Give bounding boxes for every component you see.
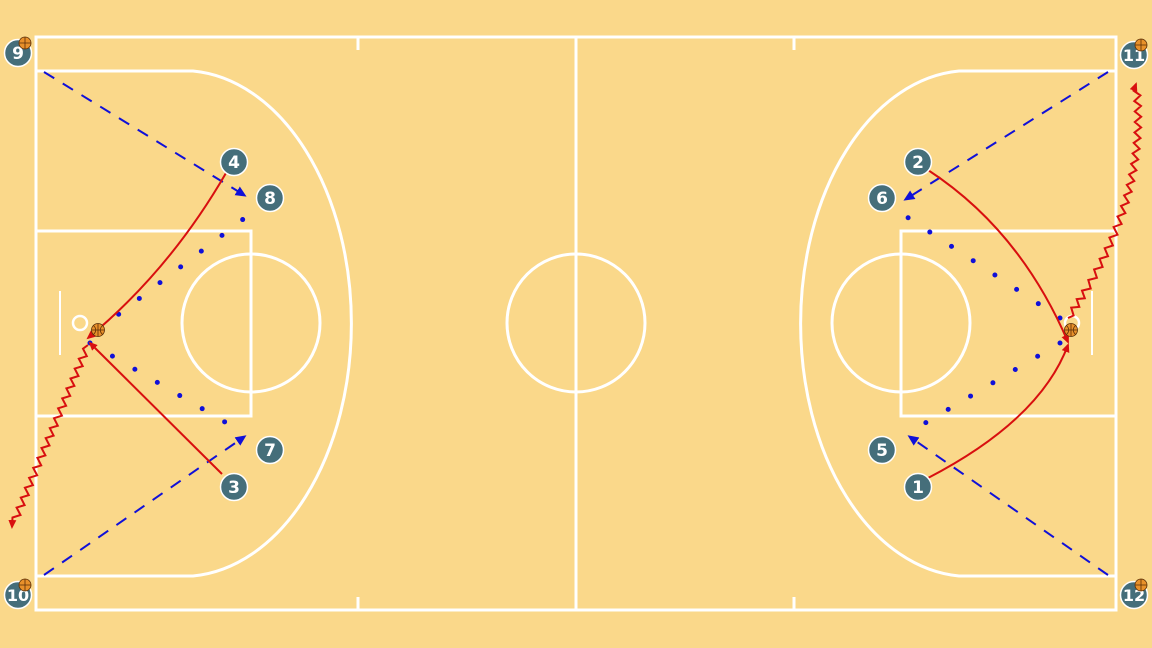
pass-line [43, 71, 247, 197]
three-point-line-right [799, 69, 1116, 578]
three-point-line-left [36, 69, 353, 578]
player-8: 8 [255, 183, 285, 213]
dotted-paths [87, 214, 1063, 435]
cut-line [927, 343, 1070, 479]
cut-paths [86, 169, 1070, 479]
player-6: 6 [867, 183, 897, 213]
cut-line [86, 172, 227, 340]
player-2: 2 [903, 147, 933, 177]
basketball-icon [18, 578, 32, 592]
player-label: 3 [228, 478, 240, 498]
dribble-paths [8, 82, 1143, 529]
cut-line [927, 169, 1069, 344]
dotted-line [95, 214, 249, 333]
cut-line [88, 341, 223, 475]
player-12: 12 [1119, 578, 1149, 610]
player-5: 5 [867, 435, 897, 465]
basketball-icon [1134, 38, 1148, 52]
player-9: 9 [3, 36, 33, 68]
dribble-line [1067, 82, 1143, 319]
free-throw-circle-left [180, 252, 322, 394]
player-3: 3 [219, 472, 249, 502]
player-label: 4 [228, 153, 240, 173]
player-11: 11 [1119, 38, 1149, 70]
rim-left [71, 314, 89, 332]
key-right [899, 229, 1118, 418]
basketball-icon [1134, 578, 1148, 592]
basketball-icon [18, 36, 32, 50]
player-7: 7 [255, 435, 285, 465]
player-4: 4 [219, 147, 249, 177]
player-label: 1 [912, 478, 924, 498]
player-label: 5 [876, 441, 888, 461]
player-1: 1 [903, 472, 933, 502]
pass-line [907, 435, 1109, 576]
free-throw-circle-right [830, 252, 972, 394]
player-label: 6 [876, 189, 888, 209]
key-left [34, 229, 253, 418]
player-label: 8 [264, 189, 276, 209]
center-circle [505, 252, 647, 394]
basketball-icon [91, 323, 105, 337]
basketball-icon [1064, 323, 1078, 337]
player-10: 10 [3, 578, 33, 610]
player-label: 9 [12, 44, 24, 64]
player-label: 7 [264, 441, 276, 461]
dribble-line [8, 344, 89, 529]
court-lines [34, 35, 1118, 612]
pass-line [43, 435, 247, 576]
player-label: 2 [912, 153, 924, 173]
